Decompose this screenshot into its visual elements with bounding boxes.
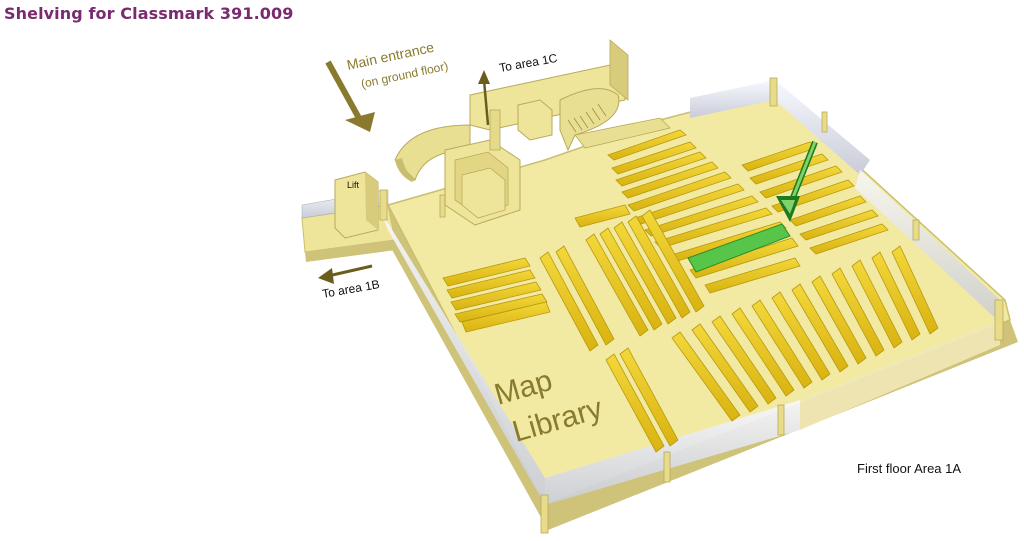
- floor-area-label: First floor Area 1A: [857, 461, 961, 476]
- left-arrow-icon: [318, 264, 373, 284]
- lift: Lift: [334, 171, 379, 239]
- shelf-group-diagonal-right: [671, 245, 939, 422]
- shelf-group-diagonal-bottom: [605, 347, 679, 453]
- down-arrow-icon: [325, 60, 375, 132]
- central-core: [394, 39, 671, 226]
- page-title: Shelving for Classmark 391.009: [4, 4, 294, 23]
- to-area-1c-label: To area 1C: [498, 51, 559, 75]
- shelf-group-left: [442, 257, 551, 333]
- shelf-group-upper: [607, 129, 801, 294]
- up-arrow-icon: [478, 70, 490, 126]
- location-arrow-icon: [776, 140, 818, 222]
- shelf-group-diagonal-left: [539, 209, 705, 352]
- lift-label: Lift: [347, 180, 360, 190]
- highlighted-shelf[interactable]: [687, 223, 791, 273]
